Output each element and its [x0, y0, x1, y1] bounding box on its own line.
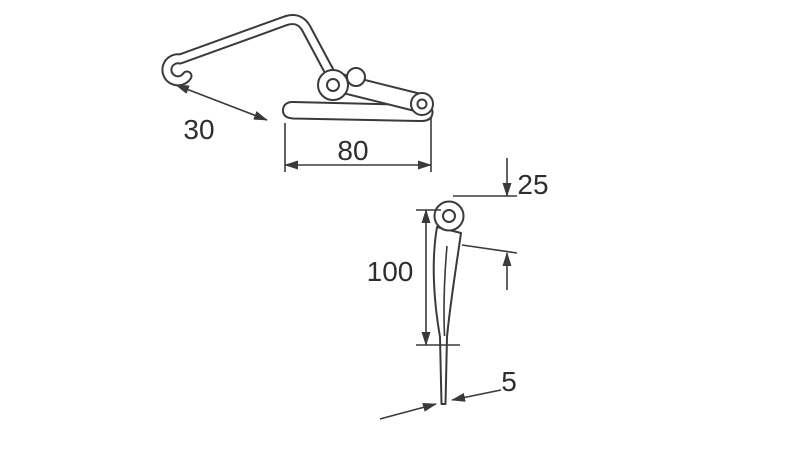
latch-assembly-view — [161, 14, 434, 123]
dimension-80: 80 — [284, 117, 432, 172]
handle-body — [163, 16, 333, 85]
dimension-5: 5 — [379, 366, 517, 420]
dimension-30-label: 30 — [183, 114, 214, 145]
pin-body — [432, 226, 462, 405]
dimension-30: 30 — [175, 84, 268, 145]
dimension-30-line — [175, 84, 268, 121]
dimension-25-label: 25 — [517, 169, 548, 200]
pin-inner-edge — [443, 245, 448, 337]
catch-roller-hole — [416, 98, 428, 110]
dimension-100: 100 — [367, 209, 460, 346]
dimension-5-arrow-left — [379, 403, 437, 420]
dimension-5-arrow-right — [451, 389, 502, 402]
hook-pin-view — [432, 200, 465, 405]
pin-loop-hole — [442, 209, 456, 223]
pivot-hole — [326, 78, 340, 92]
dimension-100-label: 100 — [367, 256, 414, 287]
dimension-5-label: 5 — [501, 366, 517, 397]
dimension-80-label: 80 — [337, 135, 368, 166]
dimension-25: 25 — [453, 158, 549, 290]
dimension-25-ext-bottom — [461, 244, 518, 254]
cam-lobe — [346, 67, 366, 87]
